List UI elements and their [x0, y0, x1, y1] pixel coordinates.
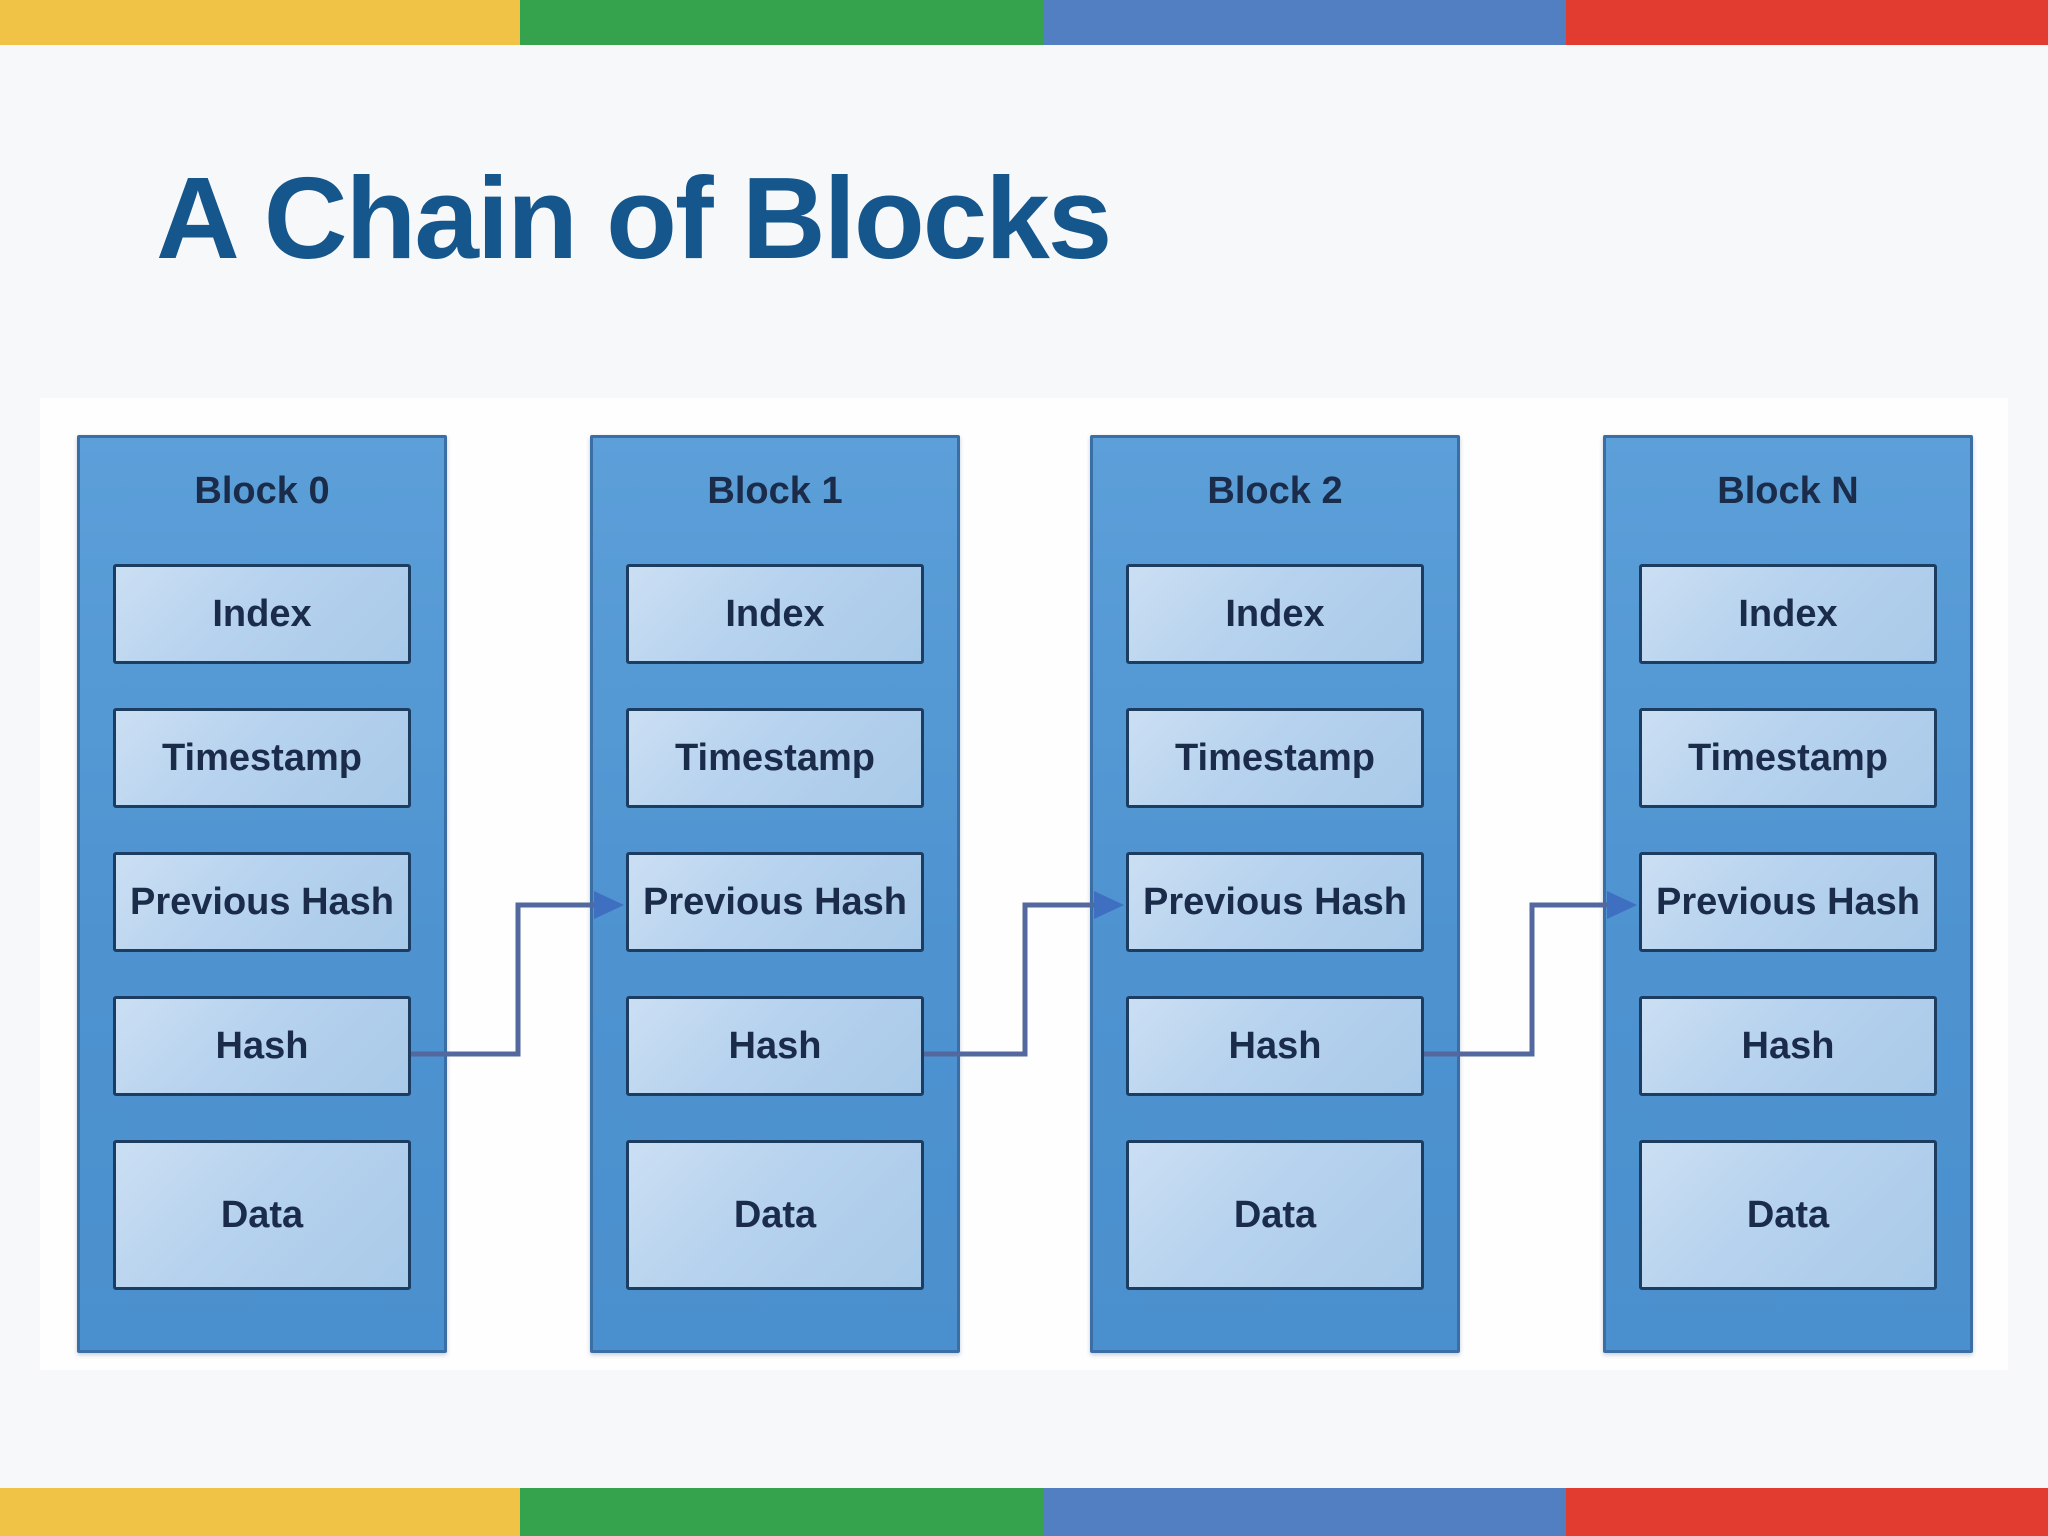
block-2-field-timestamp: Timestamp: [1126, 708, 1424, 808]
bottom-bar-red-segment: [1566, 1488, 2048, 1536]
block-0-field-hash: Hash: [113, 996, 411, 1096]
bottom-bar-blue-segment: [1044, 1488, 1566, 1536]
block-1-title: Block 1: [707, 470, 843, 512]
block-0: Block 0 Index Timestamp Previous Hash Ha…: [77, 435, 447, 1353]
block-1-field-previous-hash: Previous Hash: [626, 852, 924, 952]
block-n: Block N Index Timestamp Previous Hash Ha…: [1603, 435, 1973, 1353]
block-1: Block 1 Index Timestamp Previous Hash Ha…: [590, 435, 960, 1353]
block-1-field-index: Index: [626, 564, 924, 664]
top-bar-yellow-segment: [0, 0, 520, 45]
block-1-field-hash: Hash: [626, 996, 924, 1096]
block-n-field-previous-hash: Previous Hash: [1639, 852, 1937, 952]
block-2-field-previous-hash: Previous Hash: [1126, 852, 1424, 952]
page-title: A Chain of Blocks: [156, 153, 1112, 283]
block-0-title: Block 0: [194, 470, 330, 512]
block-1-field-data: Data: [626, 1140, 924, 1290]
top-bar-blue-segment: [1044, 0, 1566, 45]
block-n-field-index: Index: [1639, 564, 1937, 664]
block-n-field-hash: Hash: [1639, 996, 1937, 1096]
top-bar-red-segment: [1566, 0, 2048, 45]
top-bar-green-segment: [520, 0, 1044, 45]
block-2-field-data: Data: [1126, 1140, 1424, 1290]
bottom-bar-green-segment: [520, 1488, 1044, 1536]
block-2: Block 2 Index Timestamp Previous Hash Ha…: [1090, 435, 1460, 1353]
bottom-bar-yellow-segment: [0, 1488, 520, 1536]
block-n-field-data: Data: [1639, 1140, 1937, 1290]
bottom-accent-bar: [0, 1488, 2048, 1536]
block-0-field-previous-hash: Previous Hash: [113, 852, 411, 952]
block-2-field-hash: Hash: [1126, 996, 1424, 1096]
block-2-field-index: Index: [1126, 564, 1424, 664]
block-n-field-timestamp: Timestamp: [1639, 708, 1937, 808]
block-1-field-timestamp: Timestamp: [626, 708, 924, 808]
top-accent-bar: [0, 0, 2048, 45]
block-n-title: Block N: [1717, 470, 1859, 512]
block-0-field-data: Data: [113, 1140, 411, 1290]
block-2-title: Block 2: [1207, 470, 1343, 512]
block-0-field-timestamp: Timestamp: [113, 708, 411, 808]
block-0-field-index: Index: [113, 564, 411, 664]
